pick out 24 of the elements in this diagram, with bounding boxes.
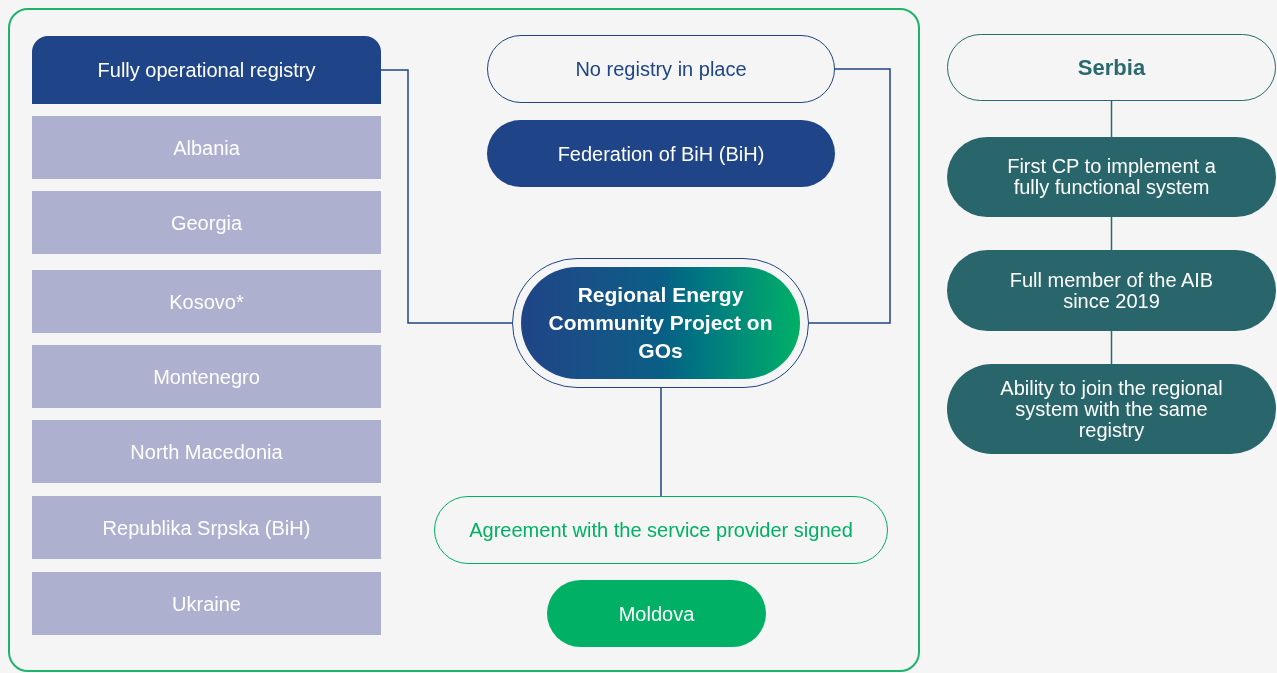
country-pill: Federation of BiH (BiH) xyxy=(487,120,835,187)
connector-line xyxy=(660,387,662,497)
country-box: North Macedonia xyxy=(32,420,381,483)
fact-pill: Ability to join the regional system with the same registry xyxy=(947,364,1276,454)
fact-pill: Full member of the AIB since 2019 xyxy=(947,250,1276,331)
panel-frame xyxy=(8,8,920,672)
country-pill: Moldova xyxy=(547,580,766,647)
country-box: Ukraine xyxy=(32,572,381,635)
country-box: Georgia xyxy=(32,191,381,254)
fact-pill: First CP to implement a fully functional system xyxy=(947,137,1276,217)
connector-line xyxy=(808,68,891,324)
connector-line xyxy=(1110,330,1113,365)
country-box: Albania xyxy=(32,116,381,179)
connector-line xyxy=(1110,216,1113,251)
connector-line xyxy=(1110,100,1113,138)
status-pill: Agreement with the service provider signed xyxy=(434,496,888,564)
project-pill: Regional Energy Community Project on GOs xyxy=(521,267,800,379)
country-box: Republika Srpska (BiH) xyxy=(32,496,381,559)
connector-line xyxy=(380,69,513,324)
country-box: Montenegro xyxy=(32,345,381,408)
country-box: Kosovo* xyxy=(32,270,381,333)
status-pill: No registry in place xyxy=(487,35,835,103)
header-tab: Fully operational registry xyxy=(32,36,381,104)
country-pill: Serbia xyxy=(947,34,1276,101)
